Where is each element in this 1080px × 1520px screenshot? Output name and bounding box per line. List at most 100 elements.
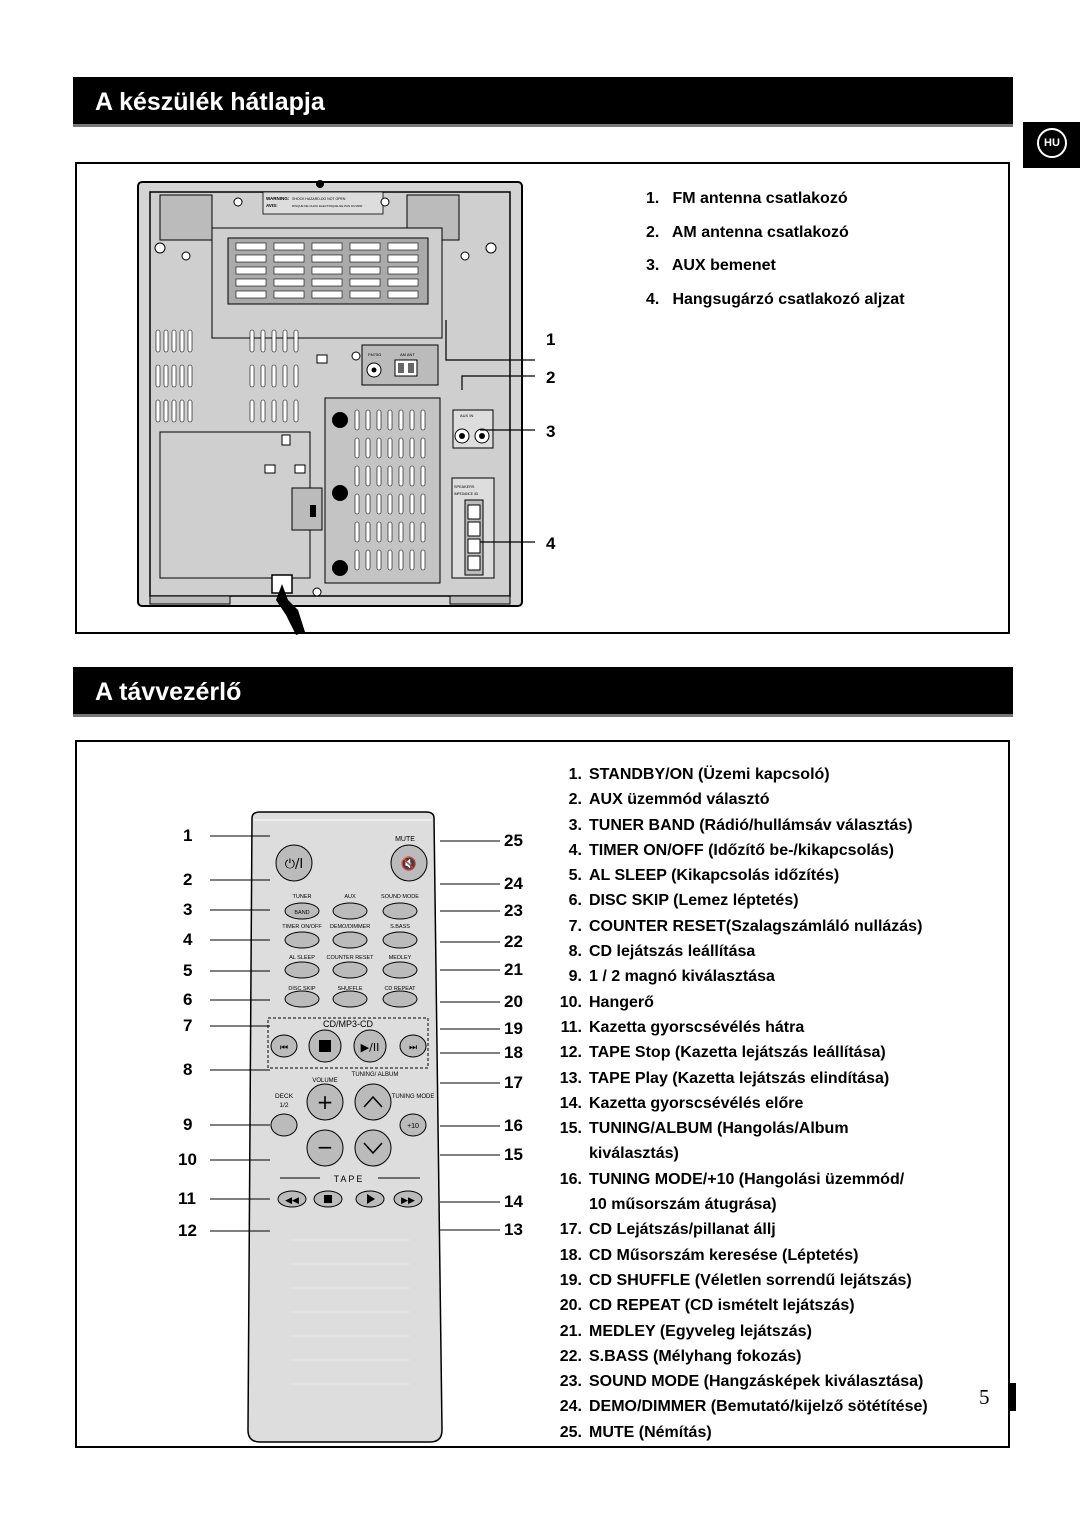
cd-mp3-label: CD/MP3-CD: [323, 1019, 374, 1029]
remote-legend-item: 22.S.BASS (Mélyhang fokozás): [542, 1344, 928, 1369]
legend-number: 25.: [559, 1423, 582, 1441]
vent-slot: [271, 364, 277, 388]
speaker-slot: [409, 465, 415, 487]
aux-in-label: AUX IN: [460, 413, 473, 418]
vent-slot: [387, 266, 419, 275]
rear-legend-item: 1. FM antenna csatlakozó: [646, 190, 905, 224]
legend-number: 8.: [568, 943, 582, 961]
legend-number: 9.: [568, 968, 582, 986]
rear-legend-item: 2. AM antenna csatlakozó: [646, 224, 905, 258]
vent-slot: [187, 399, 193, 423]
page-number: 5: [979, 1385, 990, 1409]
legend-text: TIMER ON/OFF (Időzítő be-/kikapcsolás): [589, 841, 894, 859]
vent-slot: [249, 329, 255, 353]
speaker-slot: [376, 409, 382, 431]
legend-number: 13.: [559, 1069, 582, 1087]
speaker-slot: [365, 521, 371, 543]
speaker-slot: [376, 465, 382, 487]
vent-slot: [311, 290, 343, 299]
rear-legend-item: 3. AUX bemenet: [646, 257, 905, 291]
al-sleep-label: AL SLEEP: [289, 955, 315, 961]
sbass-label: S.BASS: [390, 924, 410, 930]
remote-callout-left: 1: [183, 826, 193, 845]
rear-callout-1: 1: [546, 330, 556, 349]
vent-slot: [271, 329, 277, 353]
legend-number: 15.: [559, 1120, 582, 1138]
speaker-slot: [354, 549, 360, 571]
legend-number: 24.: [559, 1398, 582, 1416]
am-jack-label: AM ANT: [400, 352, 415, 357]
vent-slot: [293, 329, 299, 353]
legend-text: Hangsugárzó csatlakozó aljzat: [672, 290, 905, 308]
tuning-album-label: TUNING/ ALBUM: [352, 1072, 399, 1078]
avis-text: RISQUE DE CHOC ELECTRIQUE-NE PAS OUVRIR: [292, 204, 363, 208]
demo-label: DEMO/DIMMER: [330, 924, 370, 930]
remote-callout-right: 21: [504, 960, 523, 979]
page-number-bar: [1008, 1383, 1016, 1411]
legend-text: 1 / 2 magnó kiválasztása: [589, 968, 775, 986]
speaker-slot: [365, 465, 371, 487]
vent-slot: [187, 364, 193, 388]
rear-callout-2: 2: [546, 368, 556, 387]
legend-text: MEDLEY (Egyveleg lejátszás): [589, 1322, 812, 1340]
impedance-label: IMPEDANCE 4Ω: [454, 492, 479, 496]
speaker-slot: [398, 493, 404, 515]
speaker-slot: [365, 437, 371, 459]
speaker-slot: [354, 437, 360, 459]
vent-slot: [171, 399, 177, 423]
remote-legend-item: 24. DEMO/DIMMER (Bemutató/kijelző sötétít…: [542, 1394, 928, 1419]
remote-legend-item: 3.TUNER BAND (Rádió/hullámsáv választás): [542, 813, 928, 838]
remote-callout-left: 9: [183, 1115, 193, 1134]
counter-reset-label: COUNTER RESET: [326, 955, 374, 961]
remote-legend-item: kiválasztás): [542, 1141, 928, 1166]
speaker-slot: [409, 549, 415, 571]
speaker-slot: [365, 493, 371, 515]
vent-slot: [387, 278, 419, 287]
vent-slot: [260, 399, 266, 423]
vent-slot: [249, 399, 255, 423]
remote-callout-right: 13: [504, 1220, 523, 1239]
speaker-slot: [420, 409, 426, 431]
avis-label: AVIS:: [266, 203, 278, 208]
remote-callout-right: 24: [504, 874, 523, 893]
remote-callout-right: 14: [504, 1192, 523, 1211]
legend-number: 10.: [559, 993, 582, 1011]
legend-text: Kazetta gyorscsévélés hátra: [589, 1018, 805, 1036]
remote-legend-item: 14. Kazetta gyorscsévélés előre: [542, 1091, 928, 1116]
remote-legend-item: 5.AL SLEEP (Kikapcsolás időzítés): [542, 863, 928, 888]
tape-label: TAPE: [334, 1174, 365, 1184]
svg-text:−: −: [317, 1135, 334, 1159]
legend-number: 4.: [568, 841, 582, 859]
remote-callout-left: 3: [183, 900, 193, 919]
legend-number: 22.: [559, 1347, 582, 1365]
vent-slot: [387, 254, 419, 263]
vent-slot: [273, 266, 305, 275]
remote-callout-right: 18: [504, 1043, 523, 1062]
legend-text: AL SLEEP (Kikapcsolás időzítés): [589, 867, 840, 885]
legend-text: Kazetta gyorscsévélés előre: [589, 1094, 804, 1112]
vent-slot: [171, 329, 177, 353]
language-tab: HU: [1023, 122, 1080, 168]
warning-text: SHOCK HAZARD-DO NOT OPEN: [292, 197, 346, 201]
vent-slot: [282, 364, 288, 388]
legend-text: MUTE (Némítás): [589, 1423, 712, 1441]
vent-slot: [260, 329, 266, 353]
remote-callout-right: 19: [504, 1019, 523, 1038]
remote-legend-item: 8.CD lejátszás leállítása: [542, 939, 928, 964]
legend-number: 23.: [559, 1373, 582, 1391]
vent-slot: [349, 254, 381, 263]
rear-legend-item: 4. Hangsugárzó csatlakozó aljzat: [646, 291, 905, 325]
rear-callout-3: 3: [546, 422, 556, 441]
section-title: A készülék hátlapja: [95, 87, 325, 116]
legend-text: DEMO/DIMMER (Bemutató/kijelző sötétítése…: [589, 1398, 928, 1416]
legend-number: 14.: [559, 1094, 582, 1112]
vent-slot: [235, 254, 267, 263]
speaker-slot: [354, 521, 360, 543]
legend-text: kiválasztás): [589, 1145, 679, 1163]
remote-callout-lines: [210, 835, 500, 1232]
remote-legend-item: 21.MEDLEY (Egyveleg lejátszás): [542, 1319, 928, 1344]
vent-slot: [163, 399, 169, 423]
vent-slot: [179, 364, 185, 388]
legend-text: Hangerő: [589, 993, 654, 1011]
speaker-slot: [409, 409, 415, 431]
